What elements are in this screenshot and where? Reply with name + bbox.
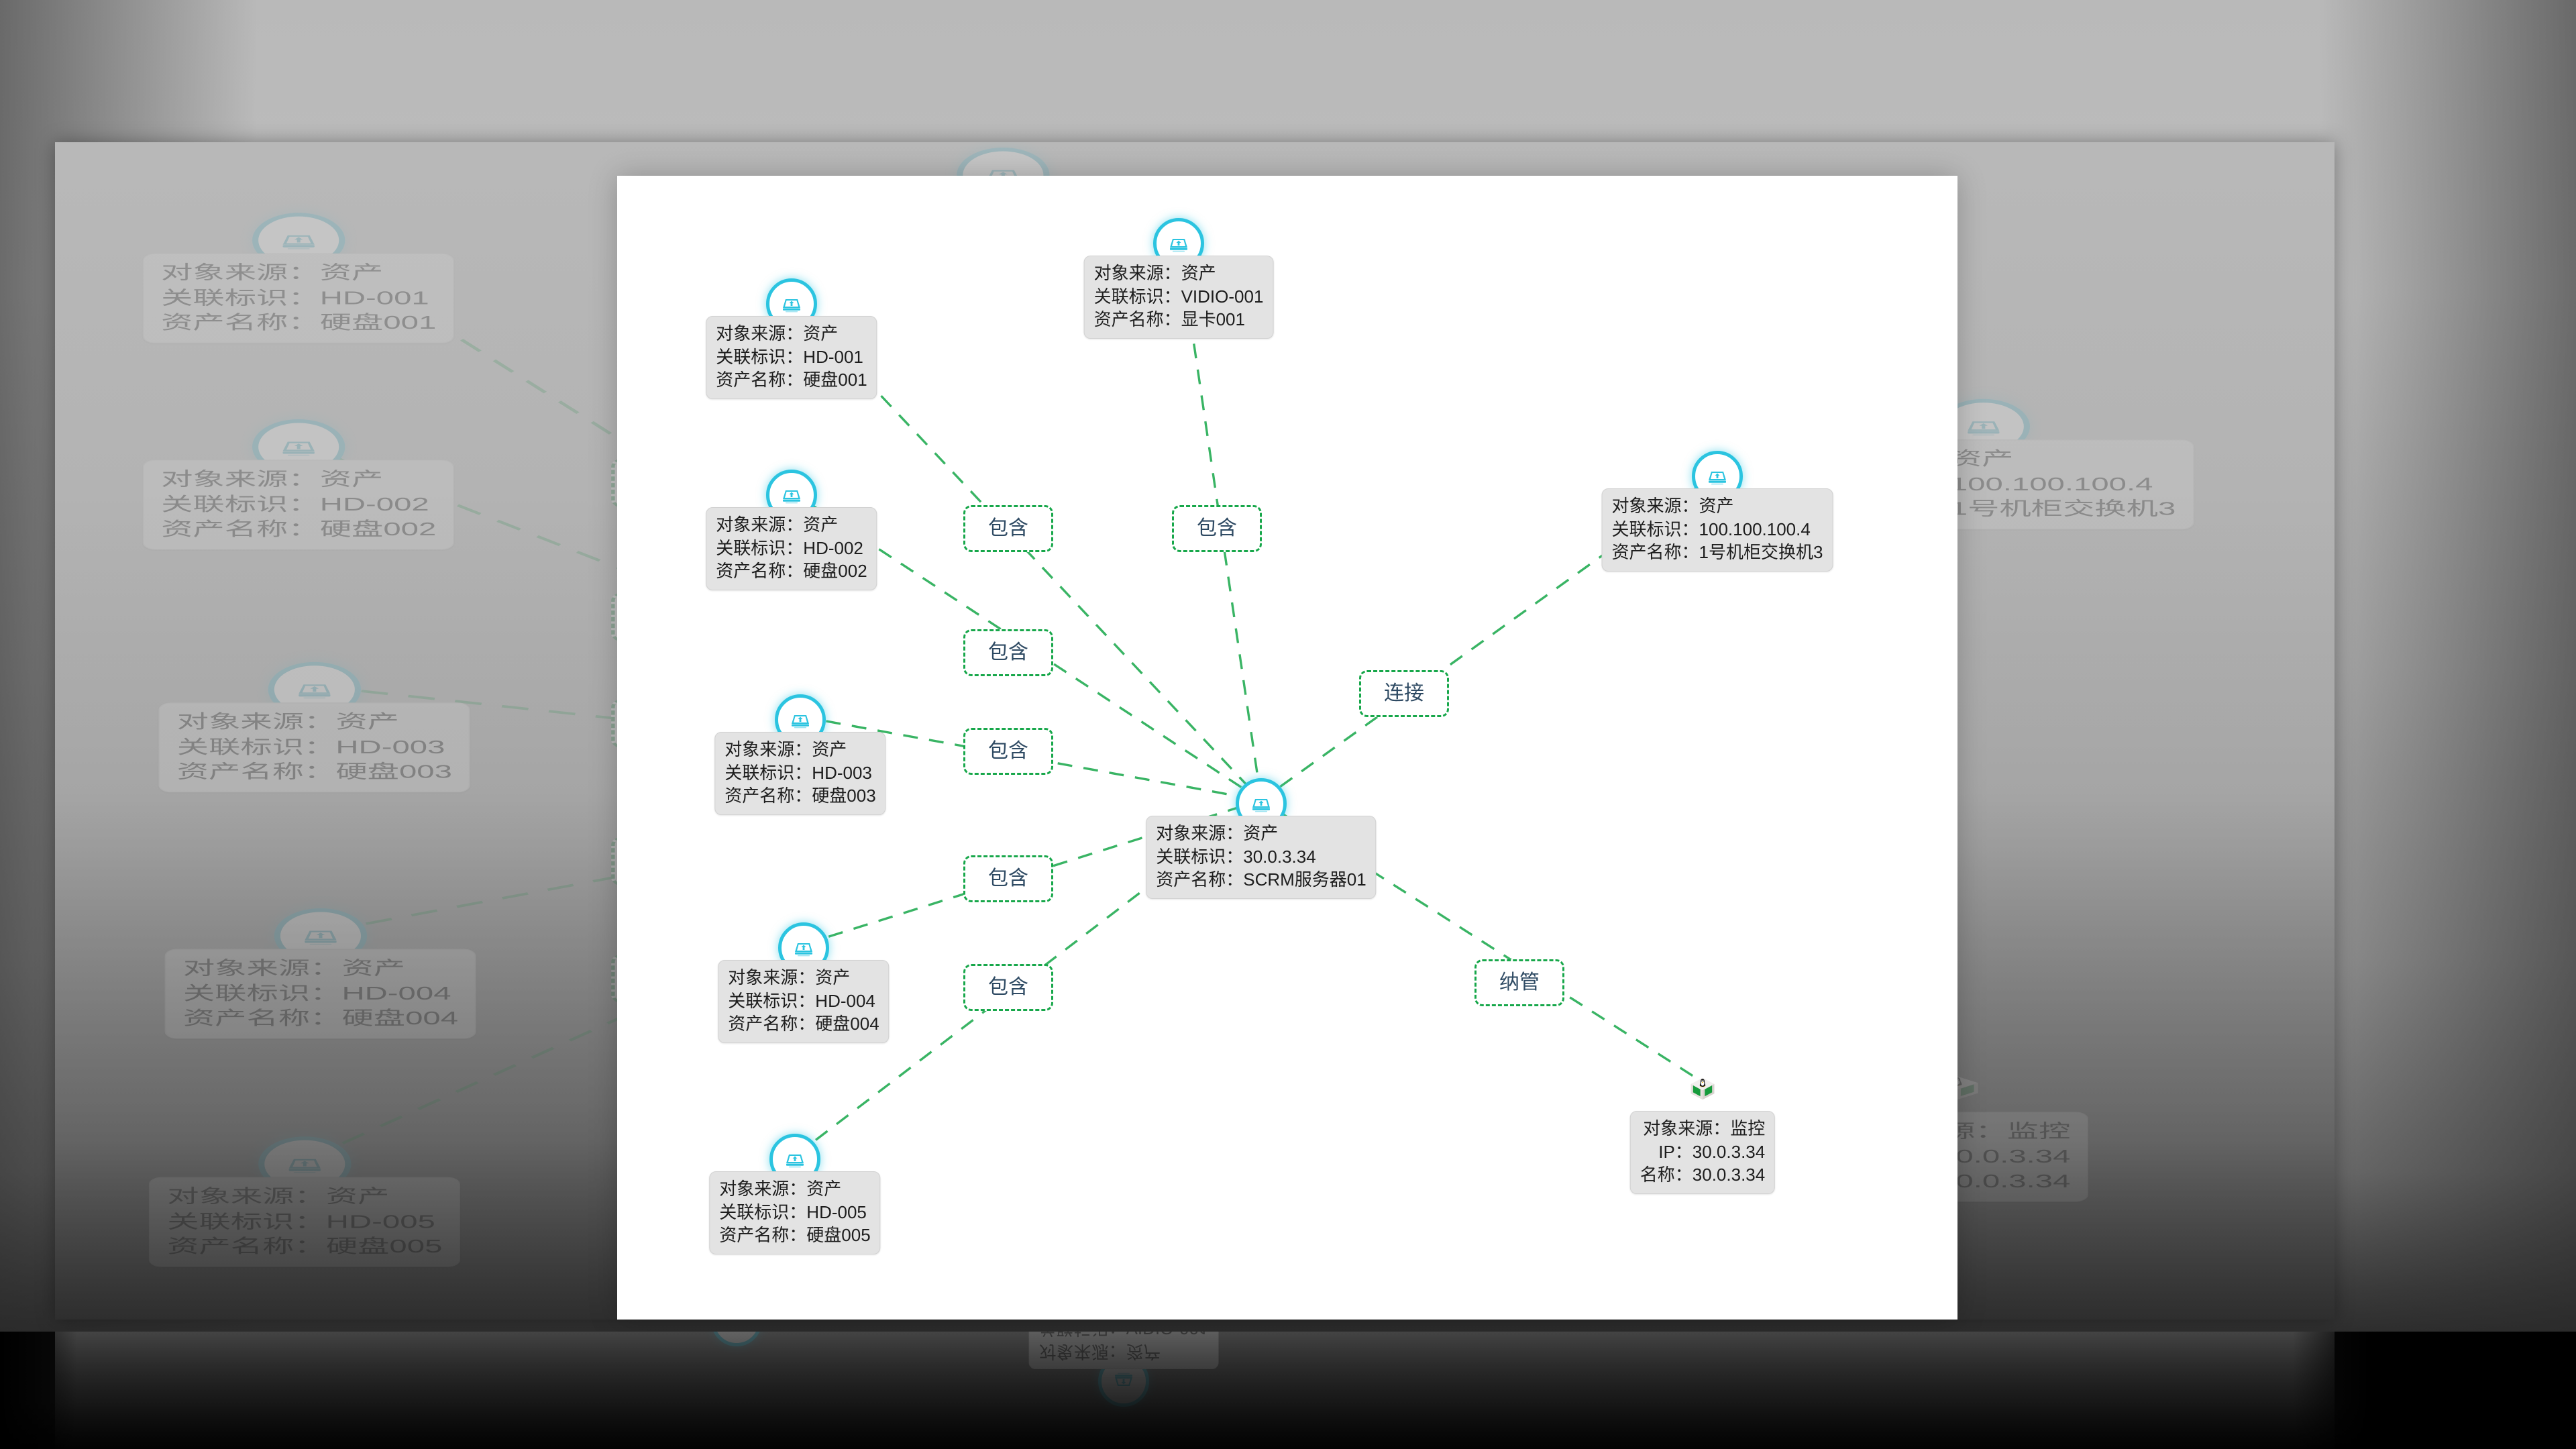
node-label: 对象来源：资产关联标识：HD-003 资产名称：硬盘003 [714, 732, 886, 815]
node-label-line-2: 关联标识：HD-003 [176, 735, 445, 757]
edge-label-chip[interactable]: 纳管 [1474, 959, 1564, 1006]
node-label-line-1: 对象来源：资产 [716, 323, 839, 343]
node-label-line-1: 对象来源：资产 [728, 967, 851, 987]
node-label-line-3: 资产名称：硬盘005 [167, 1235, 443, 1257]
edge-label-chip[interactable]: 包含 [963, 505, 1053, 552]
node-label-line-1: 对象来源：监控 [1643, 1118, 1766, 1138]
node-label-line-2: 关联标识：HD-005 [719, 1201, 867, 1222]
node-label-line-3: 资产名称：硬盘004 [182, 1007, 459, 1029]
node-label-line-1: 对象来源：资产 [176, 710, 400, 733]
node-label-line-1: 对象来源：资产 [161, 468, 384, 490]
linux-cube-icon [1670, 1060, 1735, 1118]
node-label-line-3: 资产名称：硬盘001 [716, 370, 867, 390]
edge-line [1177, 239, 1263, 801]
node-label-line-3: 资产名称：1号机柜交换机3 [1611, 542, 1823, 563]
node-label-line-3: 资产名称：SCRM服务器01 [1156, 869, 1366, 890]
node-label-line-2: 关联标识：100.100.100.4 [1611, 519, 1811, 539]
node-label-line-1: 对象来源：资产 [719, 1179, 842, 1199]
edge-label-chip[interactable]: 包含 [963, 728, 1053, 775]
node-label-line-3: 资产名称：硬盘002 [161, 518, 437, 540]
node-label: 对象来源：资产关联标识：HD-002 资产名称：硬盘002 [142, 460, 455, 550]
node-label-line-3: 资产名称：硬盘005 [719, 1225, 871, 1246]
node-label-line-2: 关联标识：HD-001 [161, 286, 429, 309]
edge-label-chip[interactable]: 连接 [1359, 670, 1449, 717]
node-label-line-1: 对象来源：资产 [182, 957, 406, 979]
node-label-line-2: 关联标识：30.0.3.34 [1156, 846, 1316, 867]
node-label-line-3: 名称：30.0.3.34 [1640, 1165, 1766, 1185]
node-label-line-2: 关联标识：HD-002 [716, 537, 863, 558]
node-label-line-3: 资产名称：硬盘003 [176, 760, 452, 783]
node-label: 对象来源：资产关联标识：HD-004 资产名称：硬盘004 [164, 949, 477, 1039]
node-label: 对象来源：资产关联标识：HD-005 资产名称：硬盘005 [709, 1171, 881, 1254]
node-label-line-1: 对象来源：资产 [1611, 496, 1734, 516]
node-label-line-2: 关联标识：HD-003 [724, 762, 872, 783]
node-label-line-1: 对象来源：资产 [716, 515, 839, 535]
node-label-line-3: 资产名称：硬盘001 [161, 311, 437, 333]
node-label-line-1: 对象来源：资产 [161, 261, 384, 283]
node-label-line-3: 资产名称：硬盘002 [716, 561, 867, 582]
edge-label-chip[interactable]: 包含 [963, 629, 1053, 676]
node-label-line-1: 对象来源：资产 [1093, 263, 1216, 283]
screen-reflection: 对象来源：资产关联标识：HD-001资产名称：硬盘001对象来源：资产关联标识：… [0, 1332, 2576, 1449]
edge-label-chip[interactable]: 包含 [1172, 505, 1262, 552]
node-label-line-2: 关联标识：HD-004 [728, 990, 875, 1011]
node-label-line-2: 关联标识：HD-005 [167, 1210, 435, 1232]
edge-label-chip[interactable]: 包含 [963, 964, 1053, 1011]
node-label: 对象来源：资产关联标识：HD-003 资产名称：硬盘003 [158, 702, 471, 792]
node-label-line-3: 资产名称：硬盘003 [724, 786, 876, 806]
node-label-line-2: 关联标识：VIDIO-001 [1093, 286, 1264, 307]
node-label-line-2: 关联标识：HD-001 [716, 346, 863, 367]
node-label-line-2: 关联标识：HD-002 [161, 492, 429, 515]
edge-label-chip[interactable]: 包含 [963, 855, 1053, 902]
node-label: 对象来源：资产关联标识：HD-002 资产名称：硬盘002 [706, 507, 877, 590]
node-label-line-1: 对象来源：资产 [1156, 823, 1279, 843]
node-label: 对象来源：资产关联标识：HD-001 资产名称：硬盘001 [706, 316, 877, 399]
node-label: 对象来源：资产关联标识：HD-004 资产名称：硬盘004 [718, 960, 890, 1043]
node-label-line-2: IP：30.0.3.34 [1658, 1141, 1766, 1162]
node-label-line-3: 资产名称：显卡001 [1093, 309, 1245, 330]
node-label-line-2: 关联标识：HD-004 [182, 981, 451, 1004]
node-label-line-1: 对象来源：资产 [167, 1185, 390, 1208]
node-label: 对象来源：监控 IP：30.0.3.34 名称：30.0.3.34 [1629, 1111, 1776, 1194]
node-label: 对象来源：资产关联标识：100.100.100.4 资产名称：1号机柜交换机3 [1601, 488, 1833, 572]
node-label-line-3: 资产名称：硬盘004 [728, 1014, 879, 1034]
node-label: 对象来源：资产关联标识：HD-005 资产名称：硬盘005 [148, 1177, 461, 1267]
node-label-line-1: 对象来源：资产 [724, 739, 847, 759]
